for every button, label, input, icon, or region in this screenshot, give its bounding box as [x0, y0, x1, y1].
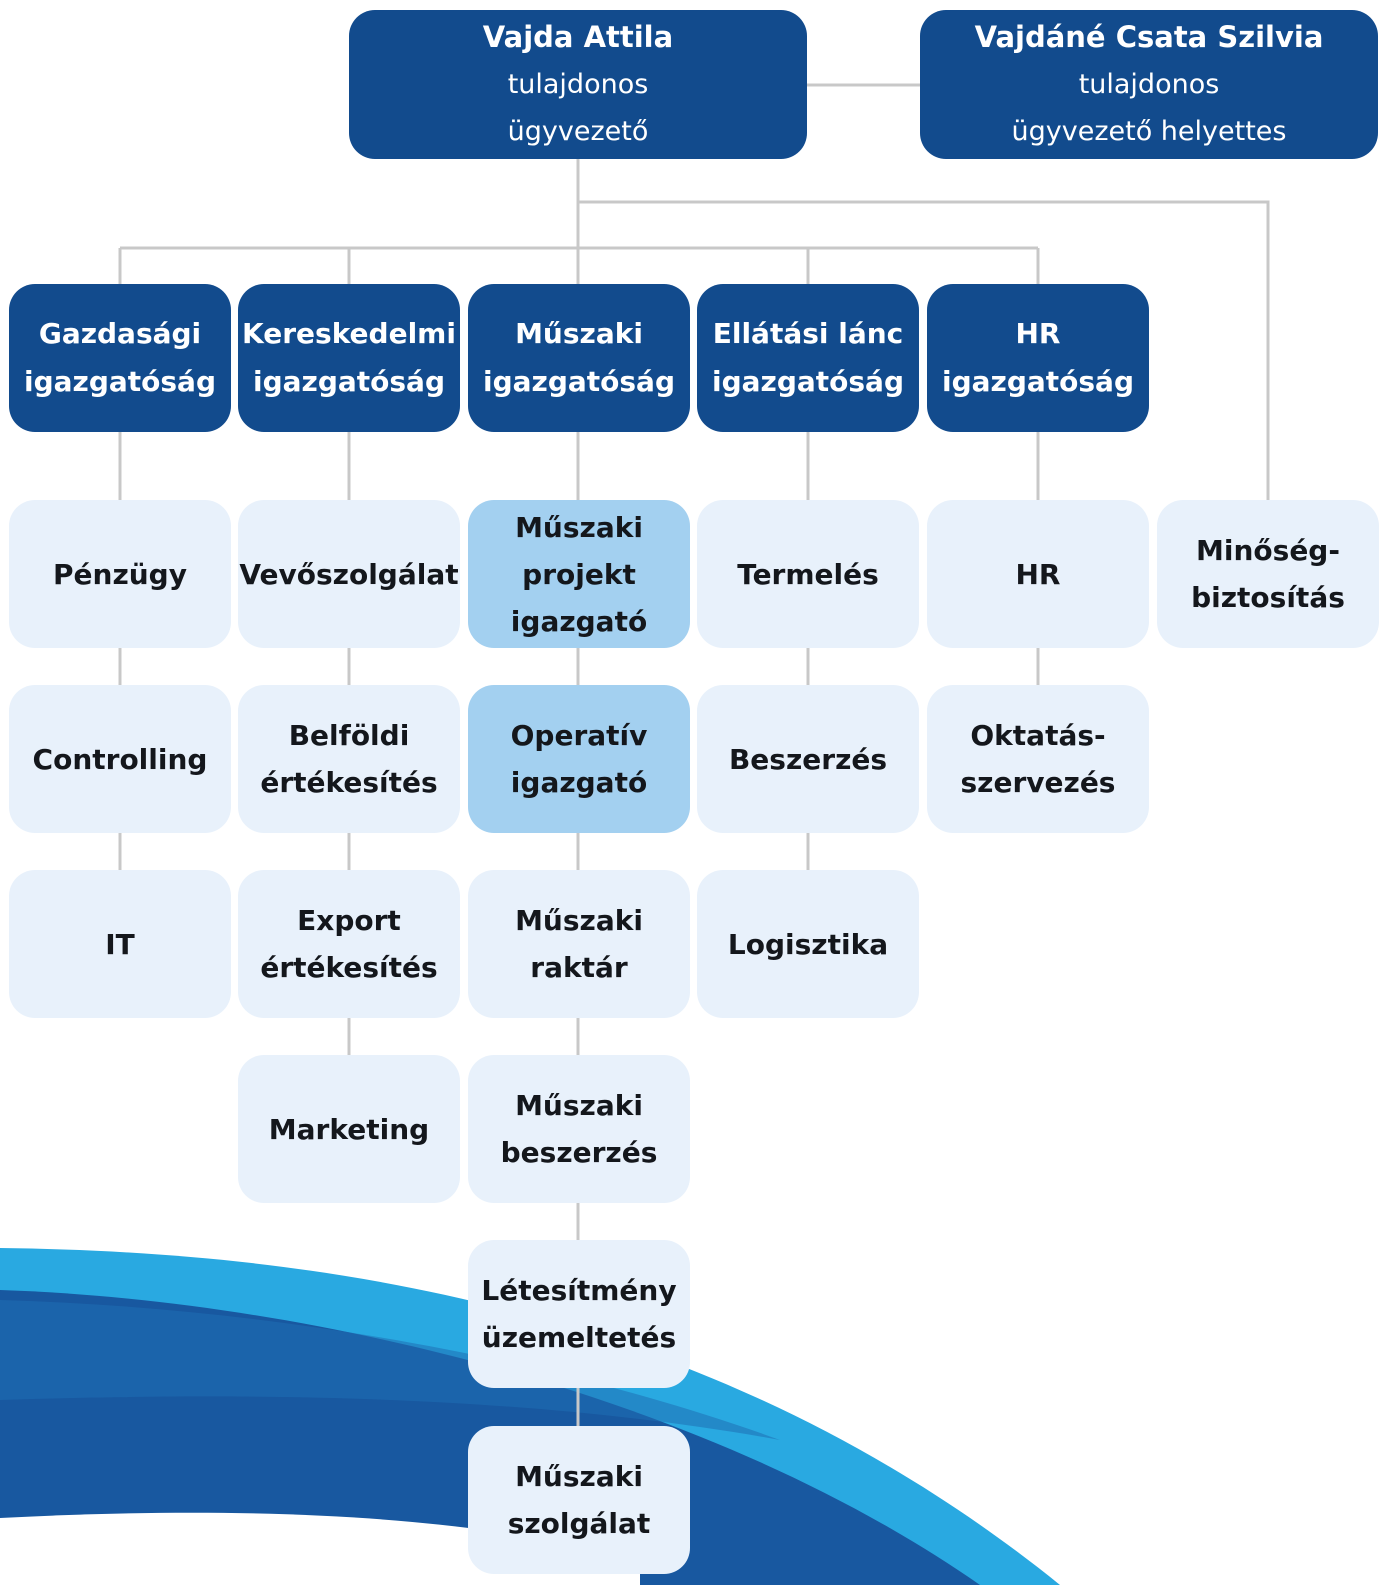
- unit-label: igazgató: [510, 766, 648, 799]
- directorate-label: igazgatóság: [712, 365, 904, 398]
- unit-label: Oktatás-: [970, 719, 1106, 752]
- unit-label: Controlling: [32, 742, 208, 776]
- unit-label: Marketing: [268, 1112, 430, 1146]
- executive-role: tulajdonos: [1078, 69, 1220, 100]
- directorate-muszaki: Műszaki igazgatóság: [468, 284, 690, 432]
- unit-label: raktár: [530, 951, 628, 984]
- unit-muszaki-raktar: Műszaki raktár: [468, 870, 690, 1018]
- unit-penzugy: Pénzügy: [9, 500, 231, 648]
- executive-role: tulajdonos: [507, 69, 649, 100]
- unit-label: Létesítmény: [481, 1274, 677, 1307]
- executive-name: Vajda Attila: [482, 20, 674, 54]
- unit-muszaki-beszerzes: Műszaki beszerzés: [468, 1055, 690, 1203]
- unit-muszaki-projekt-igazgato: Műszaki projekt igazgató: [468, 500, 690, 648]
- unit-controlling: Controlling: [9, 685, 231, 833]
- directorate-label: Gazdasági: [38, 317, 202, 350]
- unit-it: IT: [9, 870, 231, 1018]
- unit-logisztika: Logisztika: [697, 870, 919, 1018]
- unit-label: Export: [297, 904, 401, 937]
- unit-label: beszerzés: [500, 1136, 658, 1169]
- directorate-gazdasagi: Gazdasági igazgatóság: [9, 284, 231, 432]
- wave-light-inner: [0, 1300, 780, 1440]
- unit-label: Műszaki: [515, 904, 643, 937]
- unit-label: Beszerzés: [728, 742, 888, 776]
- unit-termeles: Termelés: [697, 500, 919, 648]
- unit-label: Belföldi: [288, 719, 410, 752]
- unit-label: IT: [105, 927, 135, 961]
- unit-beszerzes: Beszerzés: [697, 685, 919, 833]
- unit-marketing: Marketing: [238, 1055, 460, 1203]
- unit-letesitmeny-uzemeltetes: Létesítmény üzemeltetés: [468, 1240, 690, 1388]
- unit-label: üzemeltetés: [481, 1321, 677, 1354]
- unit-label: biztosítás: [1191, 581, 1345, 614]
- unit-label: Minőség-: [1196, 534, 1340, 567]
- executive-title: ügyvezető helyettes: [1011, 116, 1287, 147]
- directorate-label: igazgatóság: [942, 365, 1134, 398]
- directorate-label: HR: [1015, 317, 1061, 350]
- executive-title: ügyvezető: [507, 116, 649, 147]
- unit-label: szolgálat: [507, 1507, 651, 1540]
- unit-hr: HR: [927, 500, 1149, 648]
- executive-box-deputy: Vajdáné Csata Szilvia tulajdonos ügyveze…: [920, 10, 1378, 159]
- directorate-label: igazgatóság: [483, 365, 675, 398]
- directorate-label: Műszaki: [515, 317, 643, 350]
- unit-label: Logisztika: [727, 927, 889, 961]
- directorate-label: igazgatóság: [253, 365, 445, 398]
- unit-label: igazgató: [510, 604, 648, 638]
- unit-operativ-igazgato: Operatív igazgató: [468, 685, 690, 833]
- directorate-label: Ellátási lánc: [712, 317, 904, 350]
- unit-vevoszolgalat: Vevőszolgálat: [238, 500, 460, 648]
- unit-export-ertekesites: Export értékesítés: [238, 870, 460, 1018]
- unit-label: Pénzügy: [53, 557, 187, 591]
- unit-label: értékesítés: [260, 766, 438, 799]
- directorate-label: Kereskedelmi: [242, 317, 456, 350]
- unit-label: értékesítés: [260, 951, 438, 984]
- unit-oktatasszervezes: Oktatás- szervezés: [927, 685, 1149, 833]
- directorate-ellatasi-lanc: Ellátási lánc igazgatóság: [697, 284, 919, 432]
- directorate-kereskedelmi: Kereskedelmi igazgatóság: [238, 284, 460, 432]
- unit-label: HR: [1015, 557, 1061, 591]
- unit-label: Műszaki: [515, 1089, 643, 1122]
- unit-label: Műszaki: [515, 510, 643, 544]
- unit-label: szervezés: [960, 766, 1116, 799]
- unit-label: projekt: [522, 557, 636, 591]
- unit-label: Műszaki: [515, 1460, 643, 1493]
- directorate-label: igazgatóság: [24, 365, 216, 398]
- unit-muszaki-szolgalat: Műszaki szolgálat: [468, 1426, 690, 1574]
- unit-label: Termelés: [737, 557, 879, 591]
- directorate-hr: HR igazgatóság: [927, 284, 1149, 432]
- executive-name: Vajdáné Csata Szilvia: [974, 20, 1324, 54]
- unit-label: Operatív: [510, 719, 648, 752]
- unit-minosegbiztositas: Minőség- biztosítás: [1157, 500, 1379, 648]
- unit-belfoldi-ertekesites: Belföldi értékesítés: [238, 685, 460, 833]
- executive-box-ceo: Vajda Attila tulajdonos ügyvezető: [349, 10, 807, 159]
- connector-quality: [578, 200, 1270, 500]
- unit-label: Vevőszolgálat: [239, 557, 459, 591]
